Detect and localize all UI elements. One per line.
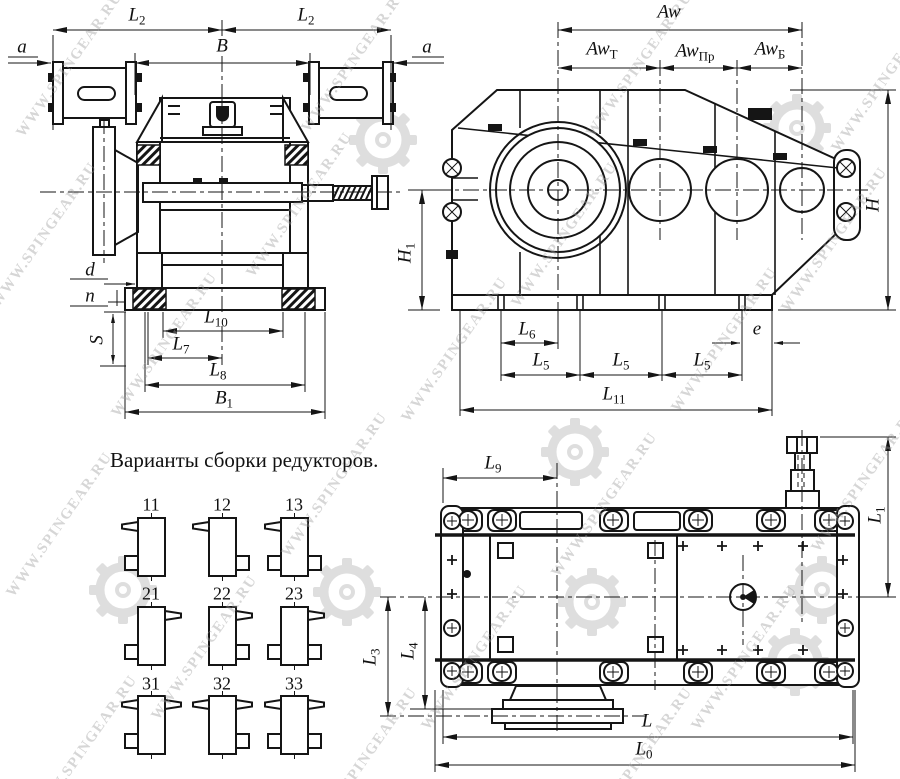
gear-icon [558,568,626,636]
dim-label-l10: L10 [204,306,228,330]
variant-label-22: 22 [213,583,231,604]
variant-label-23: 23 [285,583,303,604]
dim-label-d: d [85,259,95,281]
dim-label-h1: H1 [394,242,418,264]
dim-label-a-right: a [422,36,432,58]
variant-32-drawing [192,691,253,759]
variant-label-32: 32 [213,673,231,694]
dim-label-s: S [86,335,108,345]
dim-label-e: e [752,318,762,340]
gear-icon [541,418,609,486]
variant-label-13: 13 [285,494,303,515]
dim-label-l11: L11 [602,383,626,407]
variant-label-12: 12 [213,494,231,515]
variant-label-21: 21 [142,583,160,604]
dim-label-h: H [862,198,884,212]
top-view-drawing [380,430,896,772]
dim-label-aw-t: AwТ [586,38,618,62]
dim-label-l0: L0 [635,738,653,762]
cover-bolts [443,510,854,682]
dim-label-l7: L7 [172,333,190,357]
variant-22-drawing [208,602,253,670]
dim-label-n: n [85,285,95,307]
dim-label-l4: L4 [397,642,421,660]
dim-label-aw: Aw [657,1,681,23]
dim-label-l6: L6 [518,318,536,342]
variants-panel-title: Варианты сборки редукторов. [110,448,379,472]
variant-11-drawing [121,513,166,581]
side-view-drawing [408,22,896,416]
dim-label-b1: B1 [214,387,234,411]
variant-33-drawing [264,691,325,759]
variant-label-31: 31 [142,673,160,694]
dim-label-l3: L3 [359,648,383,666]
front-view-drawing [8,20,444,419]
dim-label-l5-3: L5 [693,349,711,373]
variant-21-drawing [124,602,182,670]
dim-label-aw-pr: AwПр [675,40,715,64]
variant-label-33: 33 [285,673,303,694]
dim-label-aw-b: AwБ [754,38,786,62]
dim-label-l2-left: L2 [128,4,146,28]
dim-label-l1: L1 [864,506,888,524]
dim-label-l8: L8 [209,359,227,383]
assembly-variants-drawings [121,513,325,759]
dim-label-l5-2: L5 [612,349,630,373]
dim-label-l9: L9 [484,452,502,476]
variant-31-drawing [121,691,182,759]
dim-label-b: B [216,35,228,57]
variant-13-drawing [264,513,322,581]
variant-23-drawing [267,602,325,670]
dim-label-a-left: a [17,36,27,58]
dim-label-l2-right: L2 [297,4,315,28]
variant-12-drawing [192,513,250,581]
dim-label-l5-1: L5 [532,349,550,373]
variant-label-11: 11 [142,494,160,515]
dim-label-l: L [641,710,653,732]
